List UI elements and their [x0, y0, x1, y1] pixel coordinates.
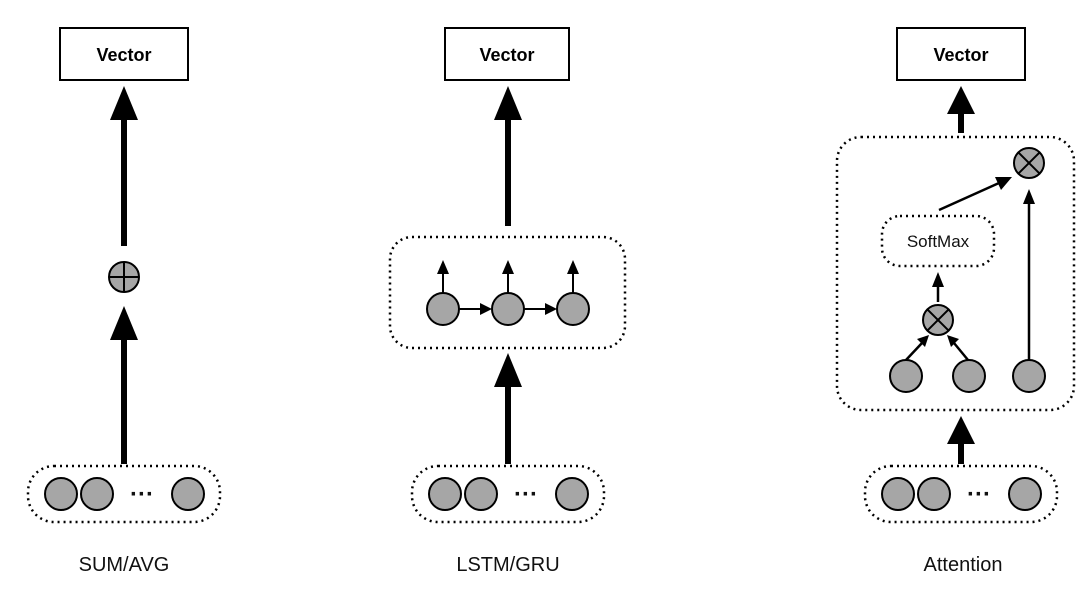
input-node [464, 477, 498, 511]
panel-attention: Vector SoftMax [835, 27, 1076, 576]
arrow-up-icon [437, 260, 449, 293]
caption: SUM/AVG [79, 554, 170, 576]
vector-label: Vector [96, 45, 151, 65]
arrow-up-icon [110, 306, 138, 464]
arrow-up-icon [502, 260, 514, 293]
arrow-up-icon [947, 416, 975, 464]
circle-times-icon [1013, 147, 1045, 179]
attention-block: SoftMax [835, 135, 1076, 412]
input-node [1008, 477, 1042, 511]
arrow-up-right-icon [938, 177, 1012, 212]
ellipsis: ··· [967, 481, 991, 508]
rnn-cell [491, 292, 525, 326]
vector-label: Vector [933, 45, 988, 65]
arrow-right-icon [524, 303, 557, 315]
input-sequence: ··· [863, 464, 1059, 524]
vector-box: Vector [59, 27, 189, 81]
input-node [80, 477, 114, 511]
input-node [428, 477, 462, 511]
arrow-up-icon [567, 260, 579, 293]
arrow-up-icon [1023, 189, 1035, 360]
input-node [881, 477, 915, 511]
arrow-up-right-icon [905, 335, 929, 361]
arrow-up-icon [110, 86, 138, 246]
input-node [171, 477, 205, 511]
vector-box: Vector [444, 27, 570, 81]
arrow-up-icon [494, 353, 522, 464]
arrow-up-icon [494, 86, 522, 226]
vector-label: Vector [479, 45, 534, 65]
input-sequence: ··· [26, 464, 222, 524]
arrow-right-icon [459, 303, 492, 315]
caption: Attention [924, 554, 1003, 576]
input-node [555, 477, 589, 511]
query-node [889, 359, 923, 393]
input-node [917, 477, 951, 511]
panel-sum-avg: Vector ··· SUM/AVG [26, 27, 222, 576]
rnn-block [388, 235, 627, 350]
ellipsis: ··· [514, 481, 538, 508]
ellipsis: ··· [130, 481, 154, 508]
softmax-box: SoftMax [880, 214, 996, 268]
caption: LSTM/GRU [456, 554, 559, 576]
input-node [44, 477, 78, 511]
key-node [952, 359, 986, 393]
softmax-label: SoftMax [907, 232, 970, 251]
arrow-up-icon [932, 272, 944, 302]
value-node [1012, 359, 1046, 393]
vector-box: Vector [896, 27, 1026, 81]
arrow-up-left-icon [947, 335, 969, 361]
circle-plus-icon [108, 261, 140, 293]
rnn-cell [426, 292, 460, 326]
panel-lstm-gru: Vector [388, 27, 627, 576]
rnn-cell [556, 292, 590, 326]
input-sequence: ··· [410, 464, 606, 524]
circle-times-icon [922, 304, 954, 336]
arrow-up-icon [947, 86, 975, 133]
